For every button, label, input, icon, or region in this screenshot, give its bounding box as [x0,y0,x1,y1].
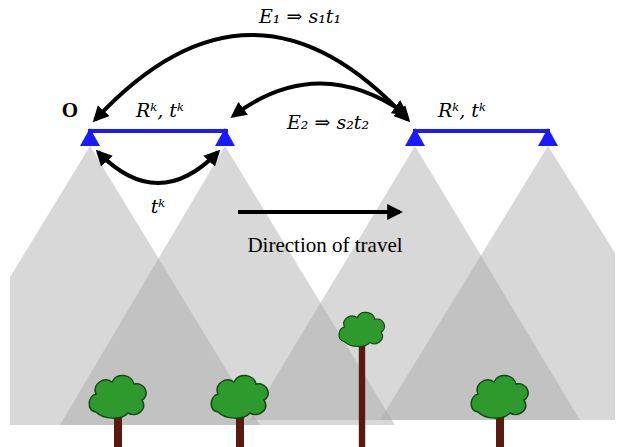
rig-label: Rᵏ, tᵏ [438,98,486,122]
field-of-view-cones [10,146,615,425]
direction-label: Direction of travel [247,233,402,257]
edge-label: E₁ ⇒ s₁t₁ [259,4,341,28]
edge-label: E₂ ⇒ s₂t₂ [287,110,369,134]
transform-label: tᵏ [151,194,166,218]
rig-label: Rᵏ, tᵏ [136,98,184,122]
trees [89,312,528,447]
transform-arrows [95,35,408,212]
origin-label: O [62,98,78,122]
